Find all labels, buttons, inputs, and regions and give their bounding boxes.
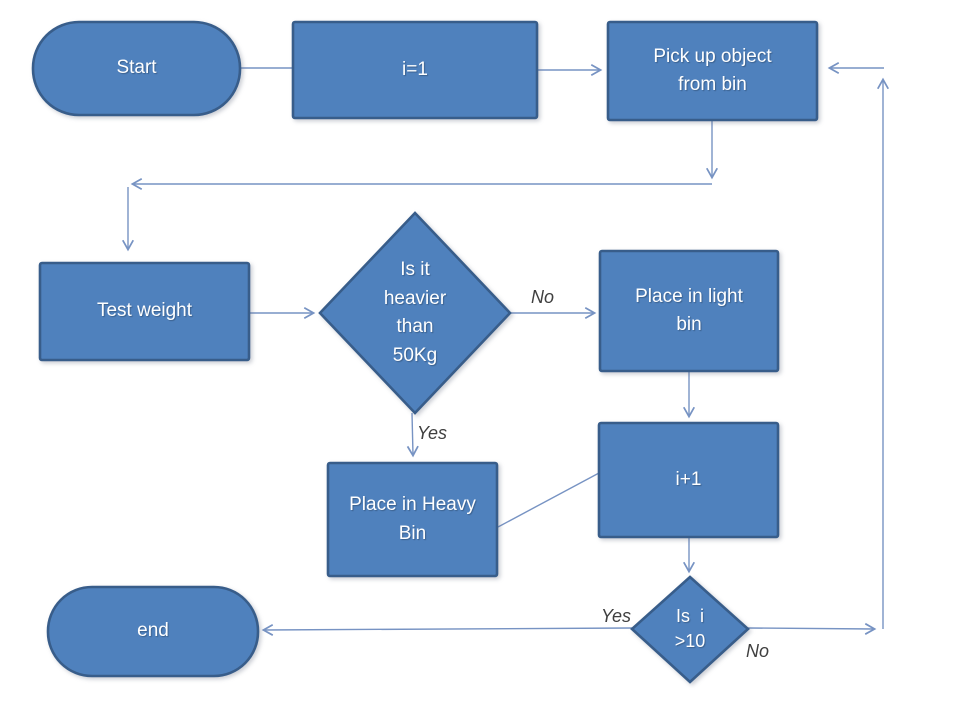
- node-test-weight-shape: [38, 261, 251, 362]
- node-start-shape: [31, 20, 242, 117]
- connector-count-no-right: [747, 622, 877, 635]
- node-init-shape: [291, 20, 539, 120]
- node-weight-decision-shape: [318, 211, 512, 415]
- connector-decision-yes-to-heavybin: [406, 412, 419, 458]
- connector-count-yes-to-end: [261, 623, 633, 636]
- node-light-bin-shape: [598, 249, 780, 373]
- connector-heavybin-to-increment: [497, 472, 600, 528]
- node-count-decision-shape: [630, 575, 750, 684]
- node-increment-shape: [597, 421, 780, 539]
- node-pickup-shape: [606, 20, 819, 122]
- node-heavy-bin-shape: [326, 461, 499, 578]
- node-end-shape: [46, 585, 260, 678]
